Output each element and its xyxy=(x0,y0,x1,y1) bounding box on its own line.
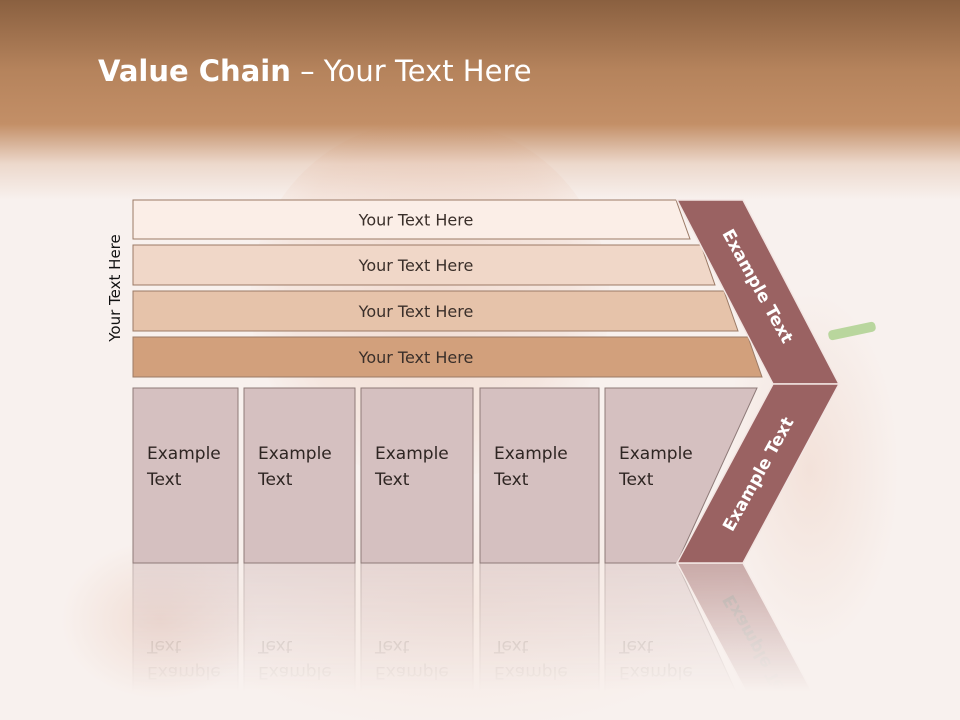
box-2-line2-reflection: Text xyxy=(257,636,293,656)
activity-box-4: Example Text xyxy=(479,387,600,564)
box-shape-4 xyxy=(479,387,600,564)
box-3-line1: Example xyxy=(375,444,449,464)
activity-rows: Your Text Here Your Text Here Your Text … xyxy=(132,199,763,378)
box-shape-1 xyxy=(132,387,239,564)
box-3-line1-reflection: Example xyxy=(375,662,449,682)
row-shape-2 xyxy=(132,244,716,286)
row-shape-4 xyxy=(132,336,763,378)
box-4-line1-reflection: Example xyxy=(494,662,568,682)
activity-box-2-reflection: Example Text xyxy=(243,562,356,720)
activity-boxes: Example Text Example Text Example Text E… xyxy=(132,387,758,564)
row-shape-1 xyxy=(132,199,691,240)
box-3-line2-reflection: Text xyxy=(374,636,410,656)
box-4-line2: Text xyxy=(493,470,529,490)
row-label-3: Your Text Here xyxy=(358,302,474,321)
row-label-1: Your Text Here xyxy=(358,211,474,230)
box-1-line2: Text xyxy=(146,470,182,490)
box-2-line2: Text xyxy=(257,470,293,490)
title-bold: Value Chain xyxy=(98,54,291,88)
activity-row-2: Your Text Here xyxy=(132,244,716,286)
box-shape-3 xyxy=(360,387,474,564)
activity-box-2: Example Text xyxy=(243,387,356,564)
box-5-line1-reflection: Example xyxy=(619,662,693,682)
chevron-lower-arm xyxy=(675,383,841,564)
activity-box-5-reflection: Example Text xyxy=(604,562,750,720)
row-label-4: Your Text Here xyxy=(358,348,474,367)
box-3-line2: Text xyxy=(374,470,410,490)
slide-title: Value Chain – Your Text Here xyxy=(98,54,532,88)
reflection: Example Text Example Text Example Text E… xyxy=(132,562,829,720)
activity-row-3: Your Text Here xyxy=(132,290,739,332)
box-2-line1: Example xyxy=(258,444,332,464)
box-5-line2-reflection: Text xyxy=(618,636,654,656)
box-1-line2-reflection: Text xyxy=(146,636,182,656)
box-2-line1-reflection: Example xyxy=(258,662,332,682)
box-5-line2: Text xyxy=(618,470,654,490)
activity-box-1: Example Text xyxy=(132,387,239,564)
title-rest: – Your Text Here xyxy=(290,54,532,88)
box-5-line1: Example xyxy=(619,444,693,464)
box-1-line1-reflection: Example xyxy=(147,662,221,682)
box-shape-2 xyxy=(243,387,356,564)
activity-box-1-reflection: Example Text xyxy=(132,562,239,720)
activity-box-3-reflection: Example Text xyxy=(360,562,474,720)
activity-row-4: Your Text Here xyxy=(132,336,763,378)
box-4-line2-reflection: Text xyxy=(493,636,529,656)
box-4-line1: Example xyxy=(494,444,568,464)
activity-row-1: Your Text Here xyxy=(132,199,691,240)
activity-box-5: Example Text xyxy=(604,387,758,564)
activity-boxes-reflection: Example Text Example Text Example Text E… xyxy=(132,562,750,720)
activity-box-3: Example Text xyxy=(360,387,474,564)
activity-box-4-reflection: Example Text xyxy=(479,562,600,720)
box-1-line1: Example xyxy=(147,444,221,464)
row-label-2: Your Text Here xyxy=(358,256,474,275)
header-band xyxy=(0,0,960,200)
row-shape-3 xyxy=(132,290,739,332)
